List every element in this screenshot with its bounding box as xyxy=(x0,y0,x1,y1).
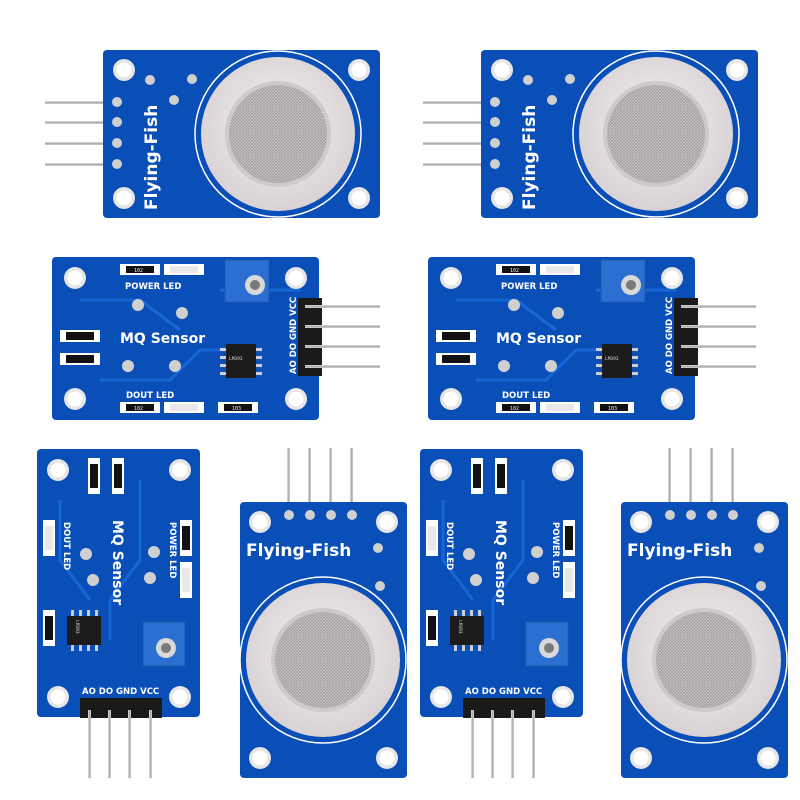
pin-labels: AO DO GND VCC xyxy=(665,297,675,374)
header-pins xyxy=(298,298,380,376)
comparator-ic: LM393 xyxy=(67,610,101,651)
ic-label: LM393 xyxy=(229,356,243,362)
dout-led-label: DOUT LED xyxy=(444,522,454,570)
header-pins xyxy=(668,448,734,513)
comparator-ic: LM393 xyxy=(220,344,262,378)
resistor-label: 102 xyxy=(510,268,519,274)
header-pins xyxy=(423,101,491,166)
resistor-label: 103 xyxy=(608,406,617,412)
board-title: MQ Sensor xyxy=(109,520,125,605)
header-pins xyxy=(463,698,545,778)
power-led-label: POWER LED xyxy=(125,282,181,292)
board-title: MQ Sensor xyxy=(120,331,205,347)
power-led-label: POWER LED xyxy=(501,282,557,292)
power-led-label: POWER LED xyxy=(550,522,560,578)
dout-led-label: DOUT LED xyxy=(502,391,550,401)
dout-led-label: DOUT LED xyxy=(61,522,71,570)
control-board-left: 102 POWER LED MQ Sensor LM393 xyxy=(52,257,380,420)
dout-led-label: DOUT LED xyxy=(126,391,174,401)
resistor-label: 102 xyxy=(134,406,143,412)
brand-label: Flying-Fish xyxy=(627,541,732,561)
control-board-vertical-right: DOUT LED POWER LED MQ Sensor LM393 AO DO… xyxy=(420,449,583,778)
power-led-label: POWER LED xyxy=(167,522,177,578)
ic-label: LM393 xyxy=(605,356,619,362)
pin-labels: AO DO GND VCC xyxy=(289,297,299,374)
ic-label: LM393 xyxy=(74,620,80,634)
board-title: MQ Sensor xyxy=(496,331,581,347)
header-pins xyxy=(80,698,162,778)
pin-labels: AO DO GND VCC xyxy=(82,687,159,697)
header-pins xyxy=(287,448,353,513)
control-board-vertical-left: DOUT LED POWER LED MQ Sensor LM393 AO DO… xyxy=(37,449,200,778)
resistor-label: 103 xyxy=(232,406,241,412)
sensor-board-top-right: Flying-Fish xyxy=(423,50,758,218)
brand-label: Flying-Fish xyxy=(246,541,351,561)
sensor-board-bottom-right: Flying-Fish xyxy=(620,448,788,778)
board-title: MQ Sensor xyxy=(492,520,508,605)
brand-label: Flying-Fish xyxy=(520,105,540,210)
header-pins xyxy=(674,298,756,376)
comparator-ic: LM393 xyxy=(450,610,484,651)
resistor-label: 102 xyxy=(134,268,143,274)
sensor-board-bottom-left: Flying-Fish xyxy=(239,448,407,778)
control-board-right: 102 POWER LED MQ Sensor LM393 DOUT LED 1… xyxy=(428,257,756,420)
sensor-board-top-left: Flying-Fish xyxy=(45,50,380,218)
brand-label: Flying-Fish xyxy=(142,105,162,210)
pin-labels: AO DO GND VCC xyxy=(465,687,542,697)
comparator-ic: LM393 xyxy=(596,344,638,378)
header-pins xyxy=(45,101,113,166)
resistor-label: 102 xyxy=(510,406,519,412)
ic-label: LM393 xyxy=(457,620,463,634)
